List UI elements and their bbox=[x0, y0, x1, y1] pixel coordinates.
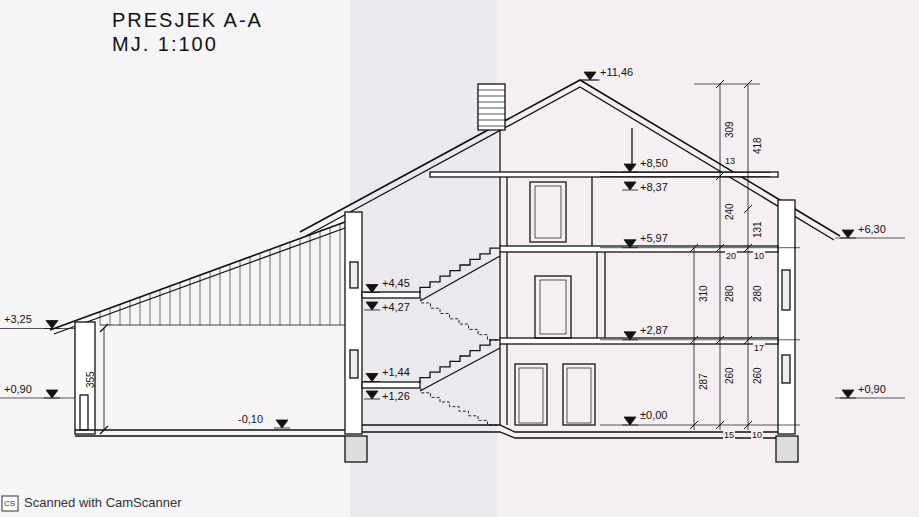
dimension: 17 bbox=[753, 343, 765, 353]
elevation-mark: +3,25 bbox=[4, 313, 32, 326]
elevation-mark: +5,97 bbox=[640, 232, 668, 245]
watermark: CS bbox=[4, 499, 15, 508]
dimension: 310 bbox=[697, 286, 709, 303]
dimension: 287 bbox=[697, 374, 709, 391]
dimension: 355 bbox=[84, 372, 96, 389]
level-triangle bbox=[622, 164, 638, 172]
elevation-mark: +0,90 bbox=[4, 383, 32, 396]
level-triangle bbox=[44, 321, 60, 329]
elevation-mark: +8,37 bbox=[640, 181, 668, 194]
level-markers bbox=[44, 72, 856, 428]
dimension: 10 bbox=[753, 251, 765, 261]
elevation-mark: +2,87 bbox=[640, 324, 668, 337]
dimension: 309 bbox=[723, 122, 735, 139]
dimension: 240 bbox=[723, 204, 735, 221]
level-triangle bbox=[622, 182, 638, 190]
level-triangle bbox=[840, 390, 856, 398]
level-triangle bbox=[274, 420, 290, 428]
dimension: 131 bbox=[751, 222, 763, 239]
dimension: 10 bbox=[751, 430, 763, 440]
level-triangle bbox=[364, 391, 380, 399]
level-triangle bbox=[364, 374, 380, 382]
level-triangle bbox=[364, 285, 380, 293]
elevation-mark: +4,45 bbox=[382, 277, 410, 290]
level-triangle bbox=[622, 332, 638, 340]
elevation-mark: +4,27 bbox=[382, 301, 410, 314]
dimension: 280 bbox=[723, 286, 735, 303]
dimension: 418 bbox=[751, 138, 763, 155]
elevation-mark: +0,90 bbox=[858, 383, 886, 396]
elevation-mark: +11,46 bbox=[600, 66, 633, 79]
elevation-mark: +1,26 bbox=[382, 390, 410, 403]
level-triangle bbox=[44, 390, 60, 398]
level-triangle bbox=[840, 230, 856, 238]
watermark: Scanned with CamScanner bbox=[24, 496, 182, 511]
dimension: 260 bbox=[723, 368, 735, 385]
dimension: 260 bbox=[751, 368, 763, 385]
dimension: 13 bbox=[724, 156, 736, 166]
elevation-mark: ±0,00 bbox=[640, 409, 667, 422]
elevation-mark: +8,50 bbox=[640, 157, 668, 170]
level-triangle bbox=[364, 302, 380, 310]
level-triangle bbox=[622, 240, 638, 248]
dimension: 20 bbox=[725, 251, 737, 261]
level-triangle bbox=[622, 417, 638, 425]
drawing-title: PRESJEK A-A MJ. 1:100 bbox=[112, 8, 292, 56]
elevation-mark: +6,30 bbox=[858, 223, 886, 236]
elevation-mark: -0,10 bbox=[238, 413, 263, 426]
dimension: 15 bbox=[723, 430, 735, 440]
dimension: 280 bbox=[751, 286, 763, 303]
elevation-mark: +1,44 bbox=[382, 366, 410, 379]
level-triangle bbox=[582, 72, 598, 80]
